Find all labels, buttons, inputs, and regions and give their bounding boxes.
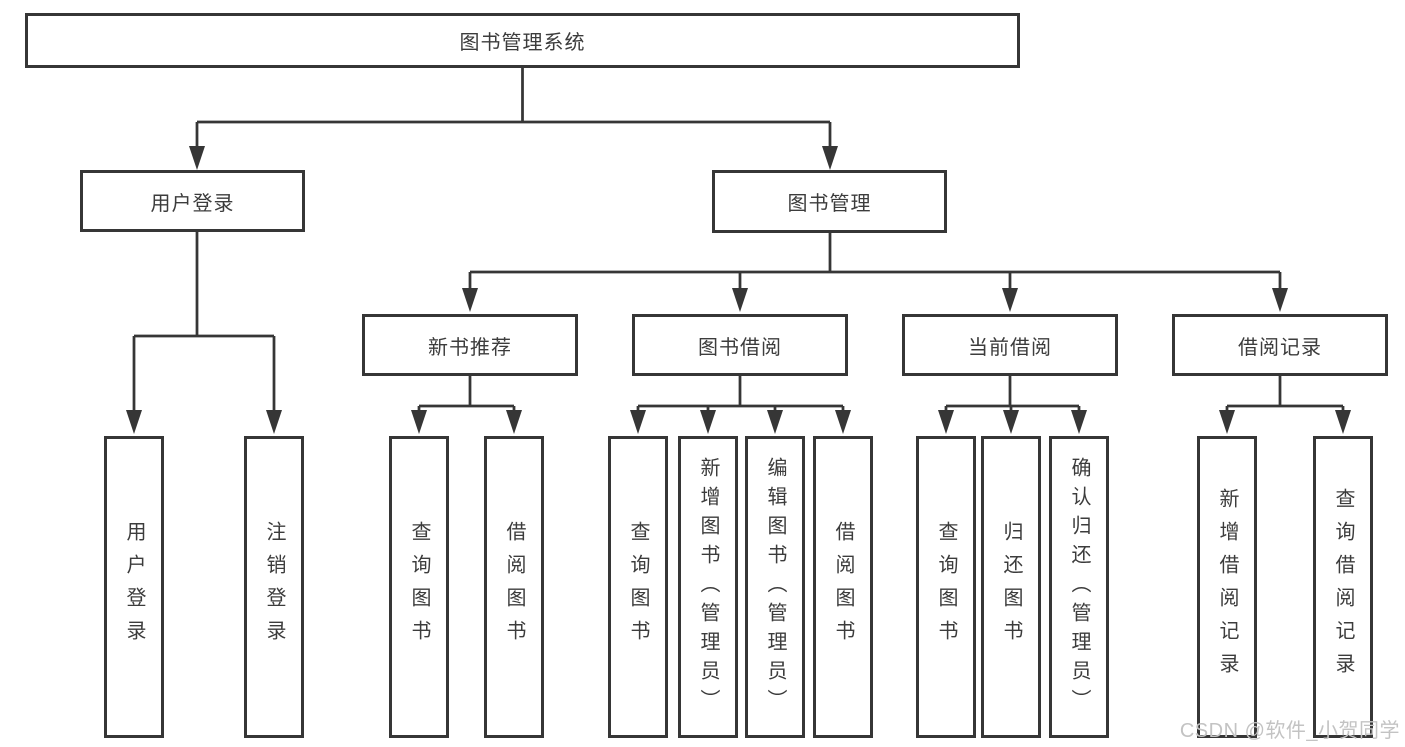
leaf-edit-book-admin-label: 编辑图书（管理员） (764, 456, 786, 718)
arrowhead (1002, 288, 1018, 312)
leaf-query-books-recommend-label: 查询图书 (408, 521, 430, 653)
node-user-login-label: 用户登录 (150, 192, 235, 215)
arrowhead (938, 410, 954, 434)
leaf-borrow-books-label: 借阅图书 (832, 521, 854, 653)
node-book-borrow: 图书借阅 (632, 314, 848, 376)
leaf-query-books-current-label: 查询图书 (935, 521, 957, 653)
node-current-borrow: 当前借阅 (902, 314, 1118, 376)
arrowhead (822, 146, 838, 170)
leaf-add-book-admin-label: 新增图书（管理员） (697, 456, 719, 718)
connector-book-borrow-split (636, 376, 845, 412)
leaf-query-borrow-record: 查询借阅记录 (1313, 436, 1373, 738)
connector-user-login-to-leaves (132, 232, 276, 412)
connector-book-mgmt-to-sections (468, 233, 1282, 290)
arrowhead (835, 410, 851, 434)
leaf-user-login-label: 用户登录 (123, 521, 145, 653)
arrowhead (266, 410, 282, 434)
leaf-return-books-label: 归还图书 (1000, 521, 1022, 653)
leaf-logout-label: 注销登录 (263, 521, 285, 653)
arrowhead (506, 410, 522, 434)
arrowhead (411, 410, 427, 434)
leaf-edit-book-admin: 编辑图书（管理员） (745, 436, 805, 738)
node-borrow-records-label: 借阅记录 (1238, 336, 1322, 359)
leaf-return-books: 归还图书 (981, 436, 1041, 738)
connector-strokes (132, 68, 1345, 412)
arrowhead (1071, 410, 1087, 434)
node-user-login: 用户登录 (80, 170, 305, 232)
leaf-borrow-books-recommend-label: 借阅图书 (503, 521, 525, 653)
leaf-confirm-return-admin: 确认归还（管理员） (1049, 436, 1109, 738)
leaf-borrow-books-recommend: 借阅图书 (484, 436, 544, 738)
leaf-add-borrow-record-label: 新增借阅记录 (1216, 488, 1238, 686)
leaf-confirm-return-admin-label: 确认归还（管理员） (1068, 456, 1090, 718)
arrowhead (700, 410, 716, 434)
leaf-add-borrow-record: 新增借阅记录 (1197, 436, 1257, 738)
leaf-user-login: 用户登录 (104, 436, 164, 738)
connector-borrow-records-split (1225, 376, 1345, 412)
arrowhead (1219, 410, 1235, 434)
arrowhead (189, 146, 205, 170)
leaf-add-book-admin: 新增图书（管理员） (678, 436, 738, 738)
arrowhead (462, 288, 478, 312)
node-root-label: 图书管理系统 (459, 32, 586, 54)
node-book-management: 图书管理 (712, 170, 947, 233)
node-new-book-recommend-label: 新书推荐 (428, 336, 512, 359)
arrowhead (767, 410, 783, 434)
connector-root-to-level2 (195, 68, 832, 148)
node-book-borrow-label: 图书借阅 (698, 336, 782, 359)
leaf-borrow-books: 借阅图书 (813, 436, 873, 738)
leaf-query-books-recommend: 查询图书 (389, 436, 449, 738)
node-new-book-recommend: 新书推荐 (362, 314, 578, 376)
arrowhead (732, 288, 748, 312)
arrowhead (1272, 288, 1288, 312)
leaf-query-borrow-record-label: 查询借阅记录 (1332, 488, 1354, 686)
arrowhead (126, 410, 142, 434)
leaf-query-books-borrow-label: 查询图书 (627, 521, 649, 653)
connector-new-book-recommend-split (417, 376, 516, 412)
leaf-query-books-borrow: 查询图书 (608, 436, 668, 738)
arrowhead (1335, 410, 1351, 434)
leaf-query-books-current: 查询图书 (916, 436, 976, 738)
node-current-borrow-label: 当前借阅 (968, 336, 1052, 359)
node-root: 图书管理系统 (25, 13, 1020, 68)
arrowhead (1003, 410, 1019, 434)
node-book-management-label: 图书管理 (787, 193, 872, 215)
arrowhead (630, 410, 646, 434)
leaf-logout: 注销登录 (244, 436, 304, 738)
node-borrow-records: 借阅记录 (1172, 314, 1388, 376)
connector-current-borrow-split (944, 376, 1081, 412)
csdn-watermark: CSDN @软件_小贺同学 (1179, 720, 1400, 742)
arrowheads (126, 146, 1351, 434)
